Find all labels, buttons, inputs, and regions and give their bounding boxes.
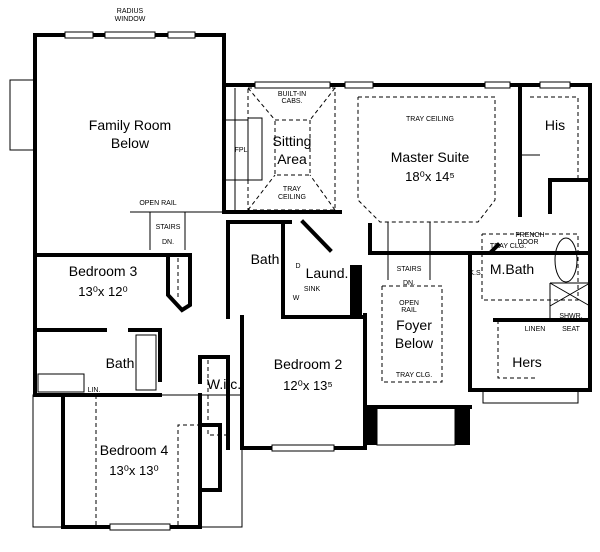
built-in-cabs-note-2: CABS. [281, 98, 302, 105]
seat-note: SEAT [562, 326, 580, 333]
french-door-note-2: DOOR [518, 239, 539, 246]
wic-label: W.i.c. [207, 376, 241, 392]
sitting-tray-note-2: CEILING [278, 194, 306, 201]
radius-window-note: RADIUS [117, 8, 144, 15]
family-room-label: Family Room [89, 117, 171, 133]
notes: RADIUS WINDOW BUILT-IN CABS. TRAY CEILIN… [88, 8, 583, 394]
bedroom3-dims: 13⁰x 12⁰ [78, 284, 127, 299]
foyer-tray-note: TRAY CLG. [396, 372, 432, 379]
stairs-note: STAIRS [156, 224, 181, 231]
shower-note: SHWR. [559, 313, 582, 320]
dryer-note: D [295, 263, 300, 270]
hall-bath-label: Bath [251, 251, 280, 267]
family-room-below-label: Below [111, 135, 150, 151]
lin-note: LIN. [88, 387, 101, 394]
center-open-rail-note-2: RAIL [401, 307, 417, 314]
stairs-dn-note: DN. [162, 239, 174, 246]
sitting-tray-note: TRAY [283, 186, 301, 193]
bedroom2-dims: 12⁰x 13⁵ [283, 378, 333, 393]
master-suite-label: Master Suite [391, 149, 470, 165]
sitting-area-label: Sitting [273, 133, 312, 149]
bedroom4-label: Bedroom 4 [100, 442, 169, 458]
center-stairs-dn-note: DN. [403, 280, 415, 287]
linen-note: LINEN [525, 326, 546, 333]
french-door-note: FRENCH [515, 232, 544, 239]
left-bath-label: Bath [106, 355, 135, 371]
hers-closet-label: Hers [512, 354, 542, 370]
sink-note: SINK [304, 286, 321, 293]
sitting-area-label-2: Area [277, 151, 307, 167]
room-labels: Family Room Below Sitting Area Master Su… [69, 117, 565, 478]
bedroom2-label: Bedroom 2 [274, 356, 343, 372]
bedroom3-label: Bedroom 3 [69, 263, 138, 279]
radius-window-note-2: WINDOW [115, 16, 146, 23]
center-open-rail-note: OPEN [399, 300, 419, 307]
master-suite-dims: 18⁰x 14⁵ [405, 169, 455, 184]
laundry-label: Laund. [306, 265, 349, 281]
ks-note: K.S. [469, 270, 482, 277]
built-in-cabs-note: BUILT-IN [278, 91, 306, 98]
foyer-label: Foyer [396, 317, 432, 333]
foyer-below-label: Below [395, 335, 434, 351]
open-rail-note: OPEN RAIL [139, 200, 176, 207]
walls [9, 31, 592, 531]
master-bath-label: M.Bath [490, 261, 534, 277]
his-closet-label: His [545, 117, 565, 133]
fireplace-label: FPL [235, 147, 248, 154]
center-stairs-note: STAIRS [397, 266, 422, 273]
washer-note: W [293, 295, 300, 302]
bedroom4-dims: 13⁰x 13⁰ [109, 463, 158, 478]
mbath-tray-note: TRAY CLG. [490, 243, 526, 250]
master-tray-note: TRAY CEILING [406, 116, 454, 123]
